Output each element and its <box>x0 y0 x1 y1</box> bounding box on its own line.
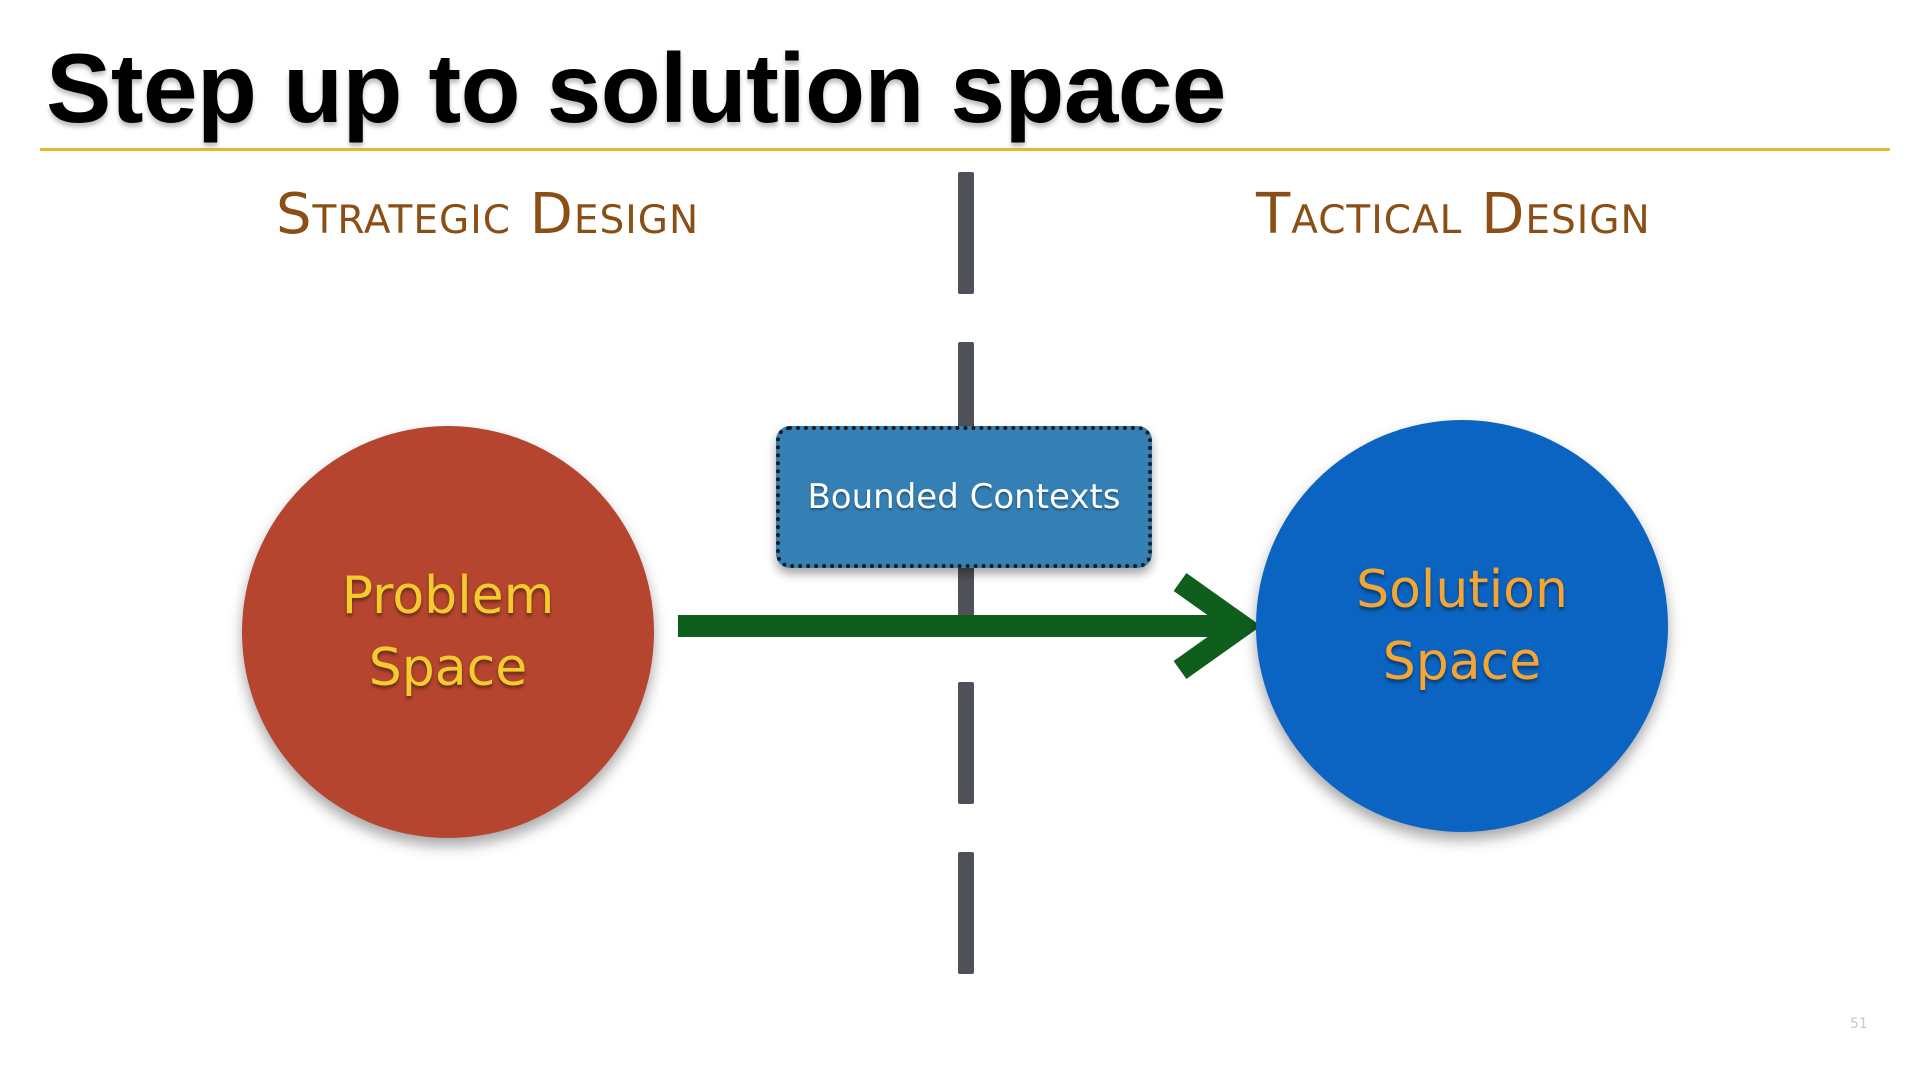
page-number: 51 <box>1850 1016 1868 1032</box>
problem-space-label: Problem Space <box>341 566 555 698</box>
divider-dash <box>958 682 974 804</box>
arrow-right-icon <box>678 573 1260 679</box>
bounded-contexts-box: Bounded Contexts <box>776 426 1152 568</box>
heading-tactical-design: Tactical Design <box>1256 182 1651 247</box>
solution-space-circle: Solution Space <box>1256 420 1668 832</box>
title-underline <box>40 148 1890 151</box>
bounded-contexts-label: Bounded Contexts <box>807 477 1121 517</box>
divider-dash <box>958 852 974 974</box>
heading-strategic-design: Strategic Design <box>276 182 700 247</box>
slide-title: Step up to solution space <box>46 33 1226 143</box>
solution-space-label: Solution Space <box>1356 560 1568 692</box>
divider-dash <box>958 172 974 294</box>
problem-space-circle: Problem Space <box>242 426 654 838</box>
arrow-head <box>1173 573 1260 679</box>
